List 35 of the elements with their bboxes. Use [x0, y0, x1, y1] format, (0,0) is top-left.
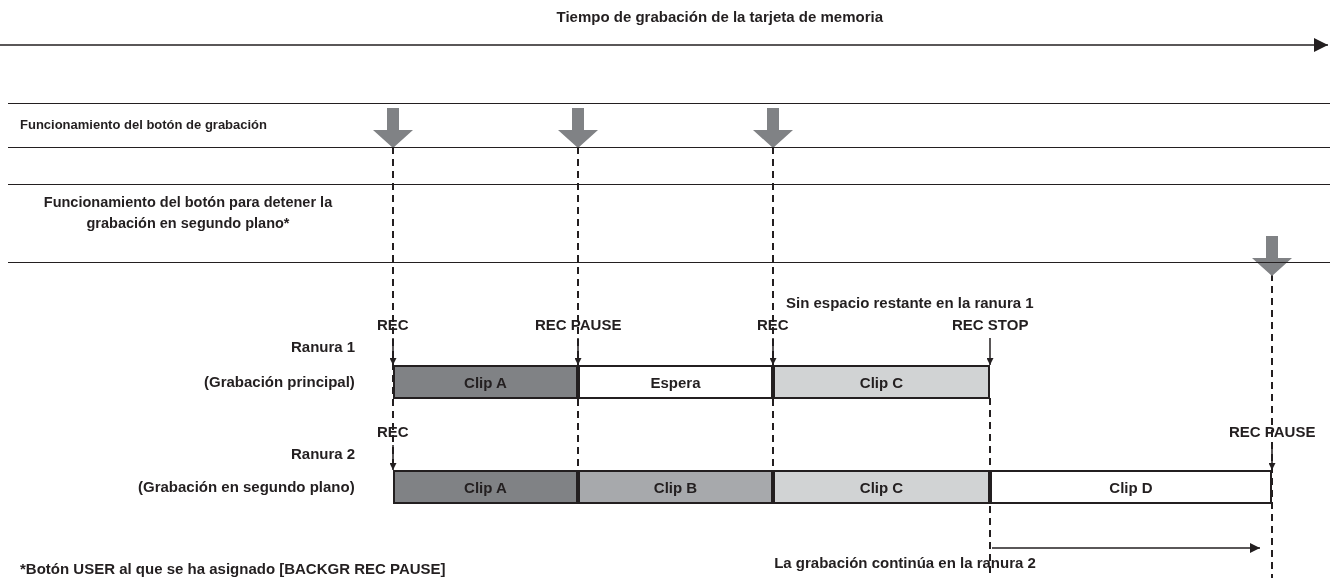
annotation-text: Sin espacio restante en la ranura 1	[786, 294, 1034, 312]
clip-label: Espera	[650, 373, 701, 391]
clip-bar	[578, 470, 773, 504]
clip-bar	[773, 470, 990, 504]
clip-label: Clip A	[464, 478, 507, 496]
axis-label: Tiempo de grabación de la tarjeta de memoria	[556, 8, 883, 26]
event-arrow	[389, 444, 397, 471]
clip-label: Clip B	[653, 478, 698, 496]
lane-band	[8, 103, 1330, 148]
clip-label: Clip D	[1109, 478, 1153, 496]
clip-label: Clip C	[859, 373, 904, 391]
event-arrow	[769, 337, 777, 366]
clip-label: Clip A	[464, 373, 507, 391]
lane-band	[8, 184, 1330, 263]
clip-bar	[393, 470, 578, 504]
annotation-text: La grabación continúa en la ranura 2	[773, 554, 1037, 572]
clip-bar	[393, 365, 578, 399]
slot-label: (Grabación principal)	[204, 373, 355, 391]
slot-label: (Grabación en segundo plano)	[138, 478, 355, 496]
clip-bar	[773, 365, 990, 399]
lane-label: Funcionamiento del botón de grabación	[20, 117, 267, 132]
clip-label: Clip C	[859, 478, 904, 496]
slot-label: Ranura 2	[291, 445, 356, 463]
event-arrow	[574, 337, 582, 366]
event-label: REC PAUSE	[1229, 423, 1316, 441]
footnote: *Botón USER al que se ha asignado [BACKGR REC PAUSE]	[20, 560, 446, 578]
slot-label: Ranura 1	[291, 338, 356, 356]
event-label: REC STOP	[952, 316, 1029, 334]
clip-bar	[578, 365, 773, 399]
clip-bar	[990, 470, 1272, 504]
event-arrow	[986, 337, 994, 366]
lane-label: Funcionamiento del botón para detener la grabación en segundo plano*	[43, 193, 333, 233]
event-label: REC PAUSE	[535, 316, 622, 334]
event-arrow	[389, 337, 397, 366]
event-arrow	[1268, 444, 1276, 471]
